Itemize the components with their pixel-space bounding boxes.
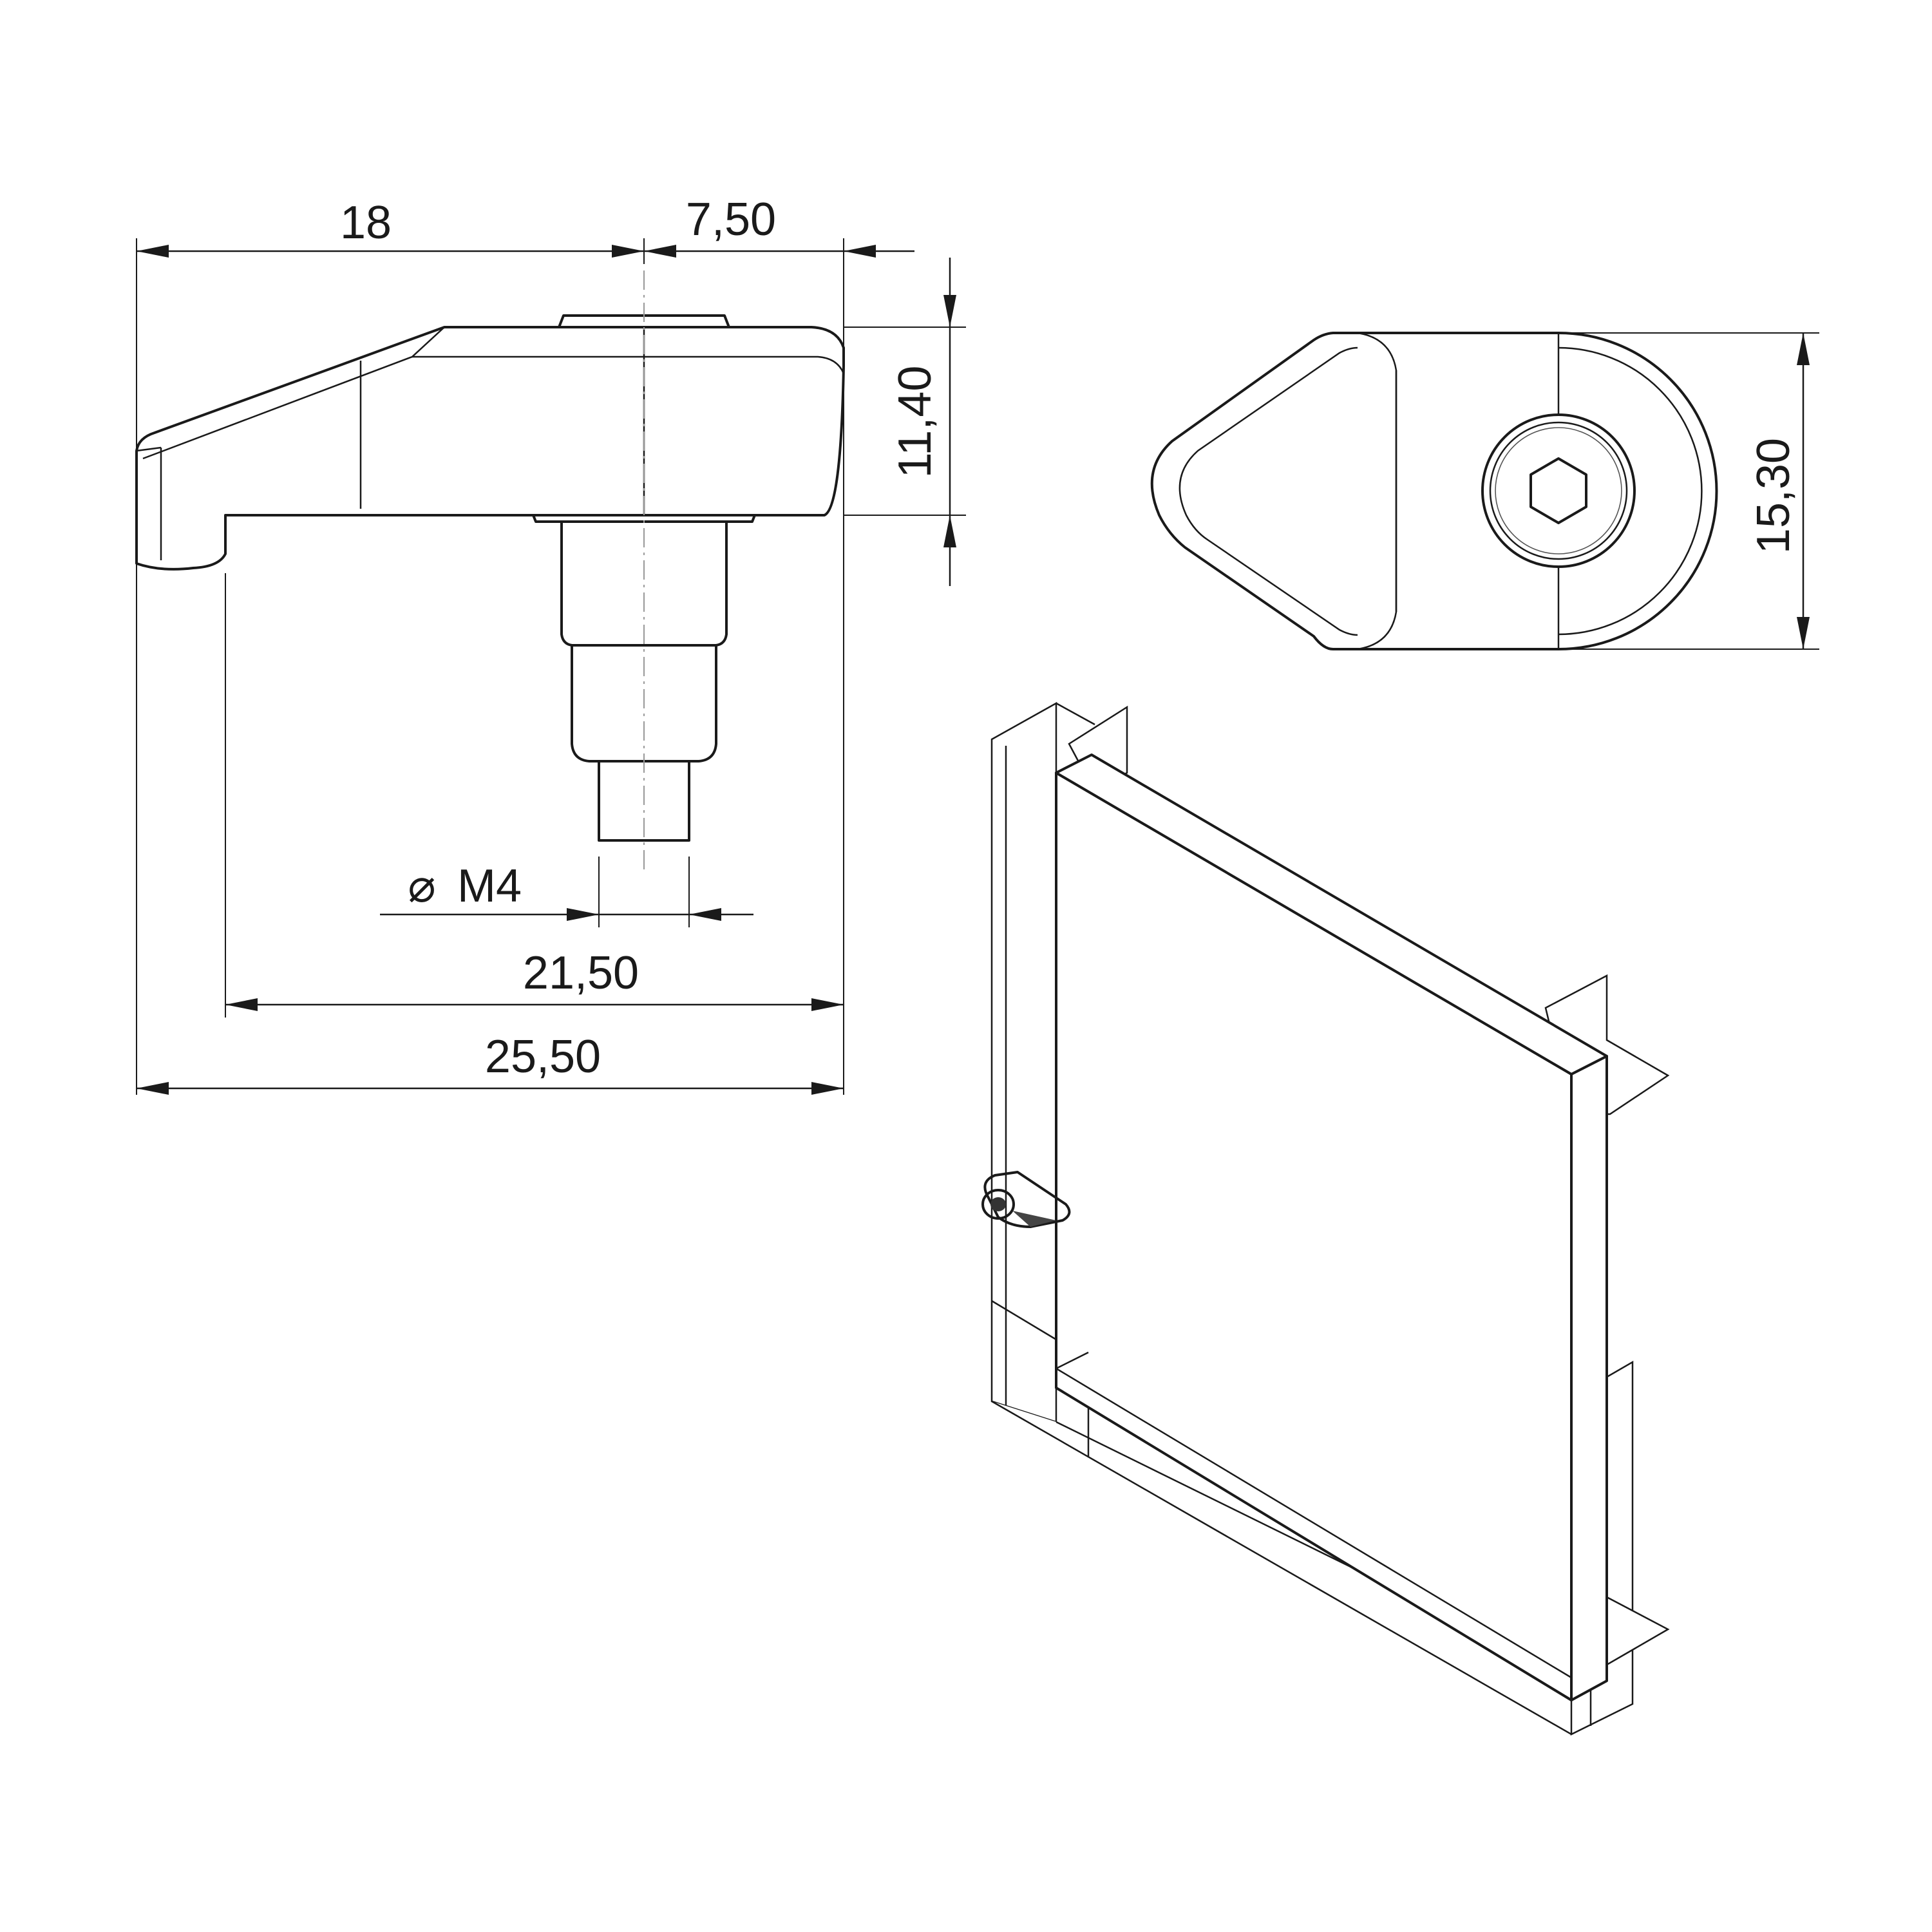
screw-head-inner: [1495, 427, 1622, 554]
dim-label-25-50: 25,50: [485, 1031, 601, 1083]
frame-post-top-edge: [1056, 702, 1095, 726]
clamp-top-chamfer: [412, 355, 845, 374]
dim-label-18: 18: [340, 197, 392, 249]
dim-label-m4: M4: [457, 860, 522, 912]
frame-inner-corner: [1056, 1351, 1089, 1370]
dimension-m4: ⌀ M4: [380, 860, 753, 921]
dim-label-15-30: 15,30: [1748, 438, 1799, 554]
side-view: 18 7,50 11,40 ⌀ M4 21,50: [135, 194, 966, 1095]
washer: [532, 514, 756, 523]
top-view-inner-arc: [1558, 346, 1703, 636]
dim-label-21-50: 21,50: [523, 947, 639, 999]
dimension-11-40: 11,40: [889, 258, 956, 586]
dimension-18: 18: [137, 197, 644, 258]
dimension-15-30: 15,30: [1748, 333, 1810, 649]
door-panel-top: [1055, 753, 1608, 1075]
dim-label-11-40: 11,40: [889, 366, 941, 478]
dimension-25-50: 25,50: [137, 1031, 844, 1095]
dimension-7-50: 7,50: [644, 194, 914, 258]
frame-bottom-joint: [991, 1300, 1057, 1341]
screw-head-ring: [1489, 421, 1628, 560]
dimension-21-50: 21,50: [225, 947, 844, 1011]
frame-post-left: [990, 701, 1057, 1423]
door-panel-edge: [1570, 1055, 1608, 1701]
clamp-nose-top: [136, 446, 162, 452]
top-view: 15,30: [1150, 332, 1819, 650]
frame-right-flange-lower: [1605, 1595, 1670, 1667]
hex-socket-icon: [1530, 457, 1587, 524]
clamp-body-outline: [135, 326, 845, 571]
threaded-end: [598, 760, 690, 842]
diameter-symbol: ⌀: [408, 860, 435, 912]
door-clamp-icon: [981, 1171, 1071, 1228]
isometric-door-view: [981, 701, 1670, 1736]
top-view-outline: [1150, 332, 1718, 650]
top-view-inner-outline: [1179, 346, 1358, 636]
dim-label-7-50: 7,50: [686, 194, 776, 245]
